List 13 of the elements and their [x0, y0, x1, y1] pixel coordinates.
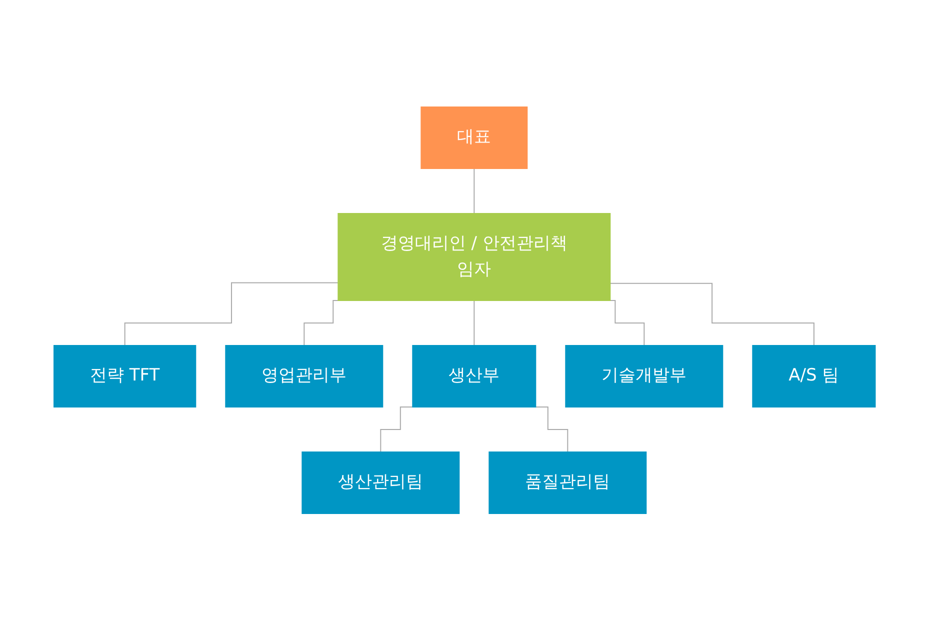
node-box: 기술개발부 — [566, 344, 724, 408]
connector — [474, 300, 476, 346]
connector — [124, 282, 340, 346]
node-box: 대표 — [421, 106, 528, 169]
node-box: A/S 팀 — [752, 344, 876, 408]
node-box: 품질관리팀 — [489, 451, 648, 514]
node-box: 생산관리팀 — [302, 451, 460, 514]
node-box: 경영대리인 / 안전관리책임자 — [338, 212, 612, 301]
node-box: 생산부 — [412, 344, 537, 408]
connector — [610, 282, 815, 346]
connector — [474, 168, 476, 214]
node-box: 전략 TFT — [54, 344, 197, 408]
node-box: 영업관리부 — [226, 344, 384, 408]
